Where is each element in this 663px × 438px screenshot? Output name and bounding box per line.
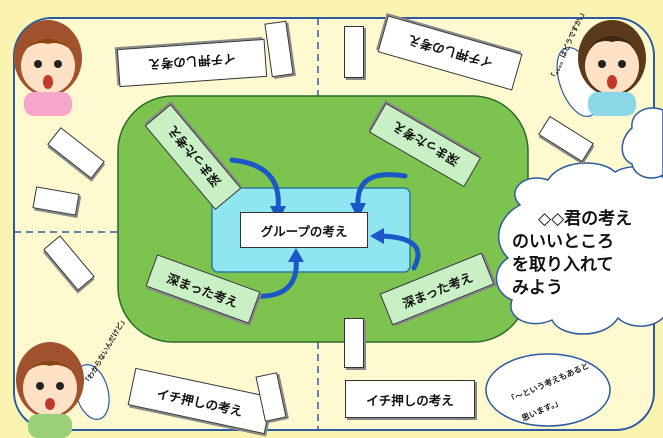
arrowhead-top-right <box>350 203 366 219</box>
card-group-opinion: グループの考え <box>240 212 368 248</box>
speech-line-4: みよう <box>512 278 563 298</box>
speech-line-3: を取り入れて <box>512 255 614 275</box>
arrow-top-left <box>229 157 281 211</box>
speech-line-2: のいいところ <box>512 232 614 252</box>
blank-card-2 <box>344 26 364 78</box>
child-girl-top-left <box>14 20 82 116</box>
speech-bubble-top-right <box>621 107 663 179</box>
speech-line-1: ◇◇君の考え <box>538 209 633 229</box>
speech-bubble-main <box>495 162 663 335</box>
child-boy-top-right <box>578 20 646 116</box>
arrowhead-bottom-right <box>370 228 384 244</box>
card-outer-bottom-right: イチ押しの考え <box>345 380 475 418</box>
arrow-bottom-right <box>379 233 421 271</box>
child-girl-bottom-left <box>16 342 84 438</box>
arrow-top-right <box>355 172 408 208</box>
blank-card-7 <box>344 318 364 368</box>
speech-bubble-bottom-right <box>485 353 611 427</box>
arrowhead-bottom-left <box>288 248 304 262</box>
arrow-bottom-left <box>247 255 299 299</box>
